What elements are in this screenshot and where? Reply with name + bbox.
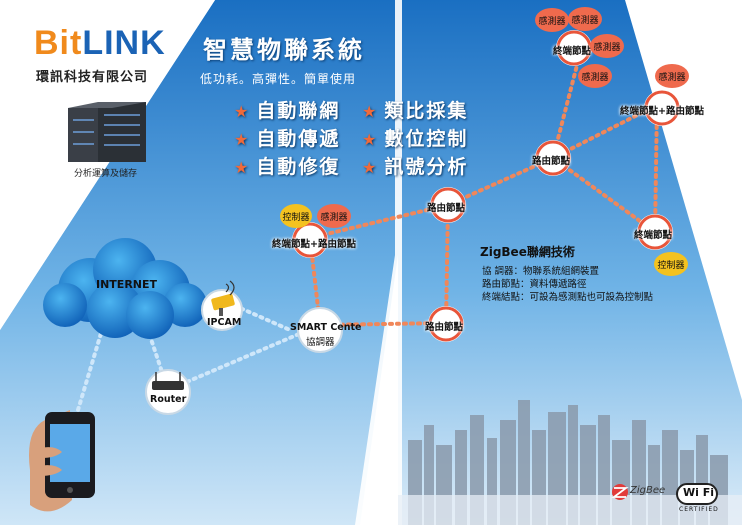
- controller-badge: 控制器: [654, 252, 688, 276]
- zigbee-desc-line: 終端結點：可設為感測點也可設為控制點: [482, 292, 654, 303]
- coordinator-label-en: SMART Cente: [290, 322, 362, 333]
- wifi-cert-sub: CERTIFIED: [679, 506, 719, 513]
- server-label: 分析運算及儲存: [74, 169, 138, 179]
- router-label: Router: [150, 394, 187, 405]
- star-icon: ★: [234, 102, 251, 121]
- zigbee-desc-line: 路由節點：資料傳遞路徑: [482, 279, 587, 290]
- feature-item: ★數位控制: [362, 128, 469, 150]
- left-sky-panel: [0, 0, 398, 525]
- coordinator-device: [297, 307, 343, 353]
- sensor-badge: 感測器: [590, 34, 624, 58]
- sensor-badge: 感測器: [578, 64, 612, 88]
- company-name: 環訊科技有限公司: [36, 70, 149, 85]
- white-wedge: [0, 0, 215, 330]
- star-icon: ★: [362, 158, 379, 177]
- logo-link-text: LINK: [82, 24, 166, 62]
- ipcam-icon: [201, 280, 243, 331]
- wifi-logo: [676, 483, 718, 505]
- center-strip: [355, 0, 402, 525]
- feature-item: ★訊號分析: [362, 156, 469, 178]
- sensor-badge: 感測器: [535, 8, 569, 32]
- sensor-badge: 感測器: [317, 204, 351, 228]
- internet-label: INTERNET: [96, 278, 158, 291]
- star-icon: ★: [234, 158, 251, 177]
- sensor-badge: 感測器: [568, 7, 602, 31]
- coordinator-label-zh: 協調器: [306, 337, 335, 348]
- zigbee-title: ZigBee聯網技術: [480, 245, 575, 259]
- sensor-badge: 感測器: [655, 64, 689, 88]
- system-title: 智慧物聯系統: [203, 36, 365, 64]
- logo-bit-text: Bit: [34, 24, 83, 62]
- zigbee-cert-text: ZigBee: [630, 485, 666, 496]
- star-icon: ★: [362, 102, 379, 121]
- feature-item: ★自動傳遞: [234, 128, 341, 150]
- feature-item: ★自動聯網: [234, 100, 341, 122]
- brand-logo: BitLINK: [34, 24, 166, 63]
- internet-cloud: [43, 238, 207, 339]
- ipcam-label: IPCAM: [207, 317, 242, 328]
- node-end-top-label: 終端節點: [553, 46, 592, 57]
- node-router-center-label: 路由節點: [532, 156, 571, 167]
- node-end-left-label: 終端節點+路由節點: [272, 239, 356, 250]
- star-icon: ★: [234, 130, 251, 149]
- zigbee-logo: [611, 484, 629, 500]
- router-device-icon: [145, 369, 191, 415]
- star-icon: ★: [362, 130, 379, 149]
- node-router-mid-label: 路由節點: [427, 203, 466, 214]
- smartphone-icon: [29, 410, 95, 512]
- wifi-cert-text: Wi Fi: [683, 486, 715, 499]
- node-router-bottom-label: 路由節點: [425, 322, 464, 333]
- server-icon: [68, 102, 146, 162]
- feature-item: ★自動修復: [234, 156, 341, 178]
- node-end-right-label: 終端節點: [634, 230, 673, 241]
- feature-item: ★類比採集: [362, 100, 469, 122]
- controller-badge: 控制器: [280, 204, 312, 228]
- mesh-node-markers: [292, 30, 680, 342]
- zigbee-desc-line: 協 調器：物聯系統組網裝置: [482, 266, 600, 277]
- system-subtitle: 低功耗。高彈性。簡單使用: [200, 72, 357, 86]
- node-end-right-top-label: 終端節點+路由節點: [620, 106, 704, 117]
